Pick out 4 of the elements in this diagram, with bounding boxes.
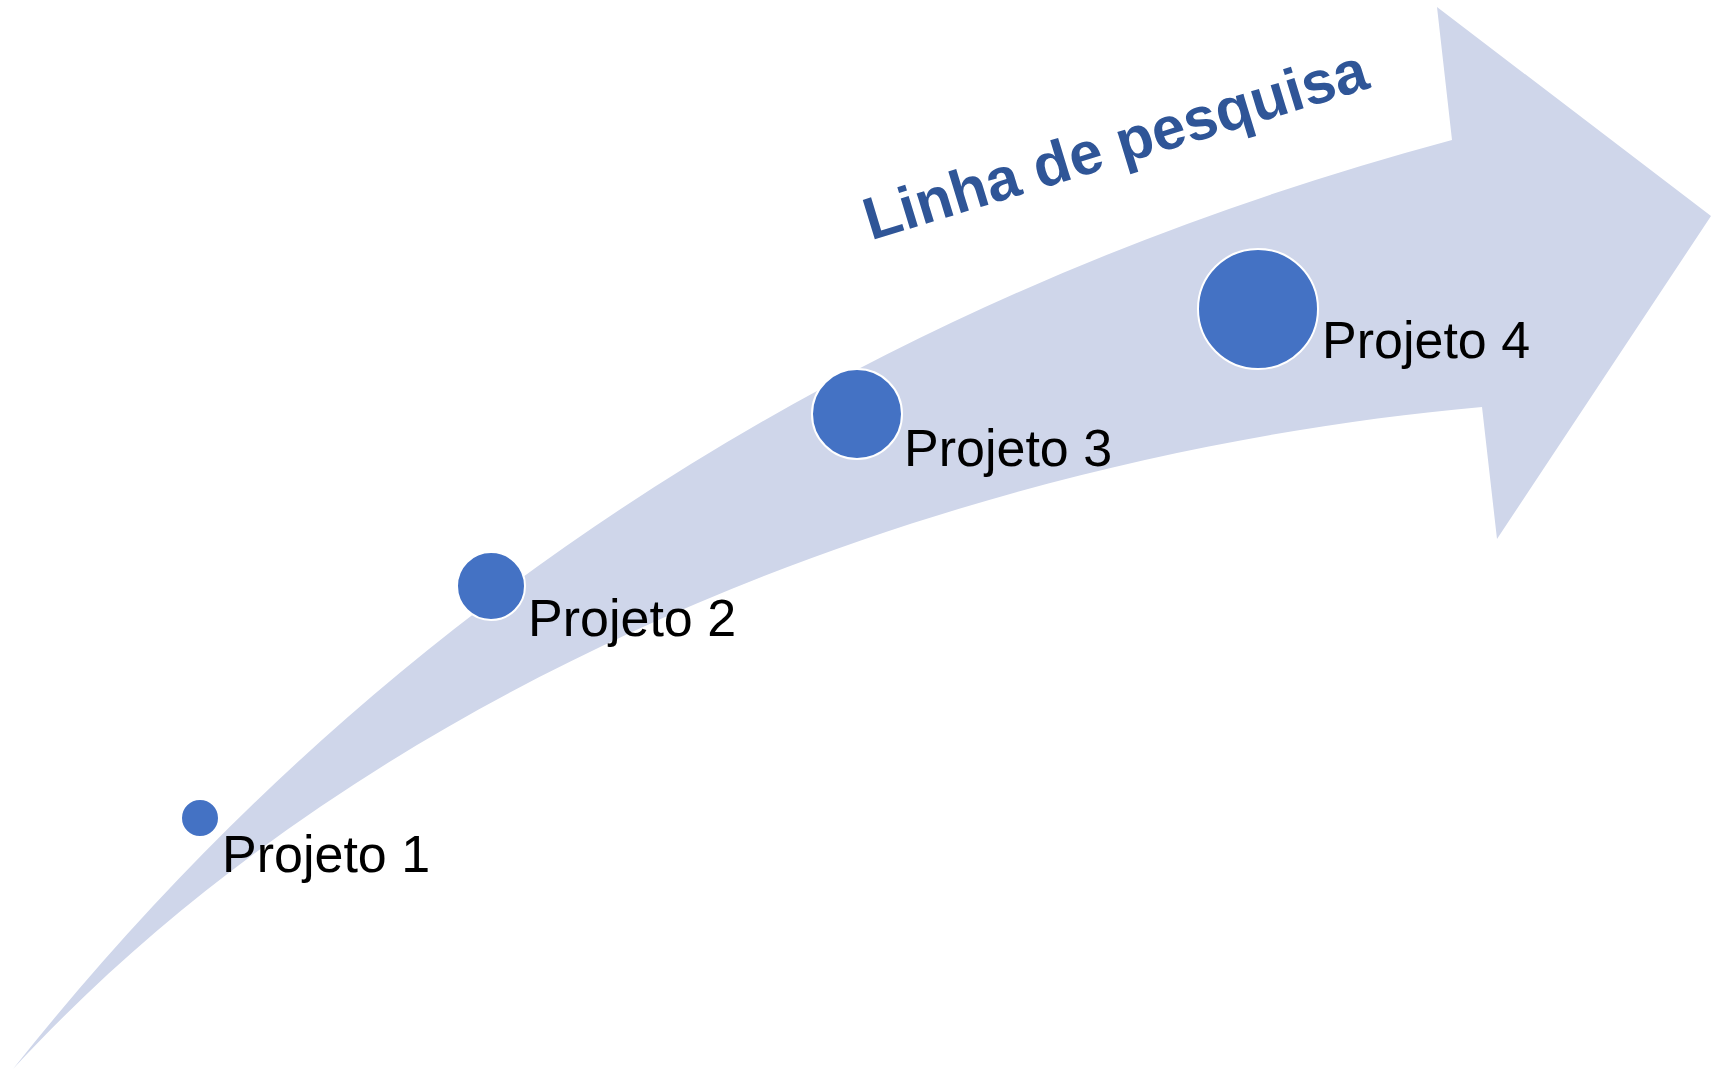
project-label: Projeto 3: [904, 418, 1113, 478]
project-label: Projeto 2: [528, 588, 737, 648]
project-label: Projeto 1: [222, 824, 431, 884]
project-label: Projeto 4: [1322, 310, 1531, 370]
